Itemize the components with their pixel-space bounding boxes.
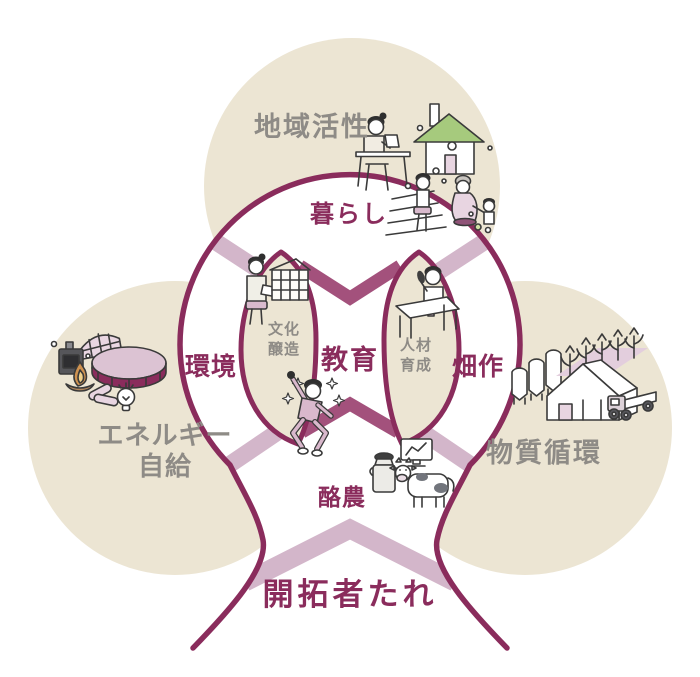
light-bulb-icon <box>116 382 136 412</box>
inner-label-kyoiku: 教育 <box>321 345 379 376</box>
leaf-label-left-line1: 文化 <box>267 320 300 338</box>
inner-label-kurashi: 暮らし <box>310 200 388 228</box>
region-label-energy: エネルギー自給 <box>85 421 245 483</box>
center-outline <box>177 171 523 651</box>
leaf-label-left-line2: 醸造 <box>267 339 300 358</box>
inner-label-hatasaku: 畑作 <box>452 352 505 381</box>
firewood-icon <box>88 383 119 407</box>
cow-icon <box>389 457 455 508</box>
chevron-top <box>296 260 404 306</box>
region-label-energy-line1: エネルギー <box>97 421 233 451</box>
inner-label-kankyo: 環境 <box>185 352 238 381</box>
steps-person-icon <box>385 167 447 236</box>
stove-icon <box>50 340 91 375</box>
leaf-label-bunka-jozo: 文化醸造 <box>258 320 310 359</box>
biogas-tank-icon <box>91 346 167 389</box>
leaf-label-right-line1: 人材 <box>399 336 432 354</box>
laptop-woman-icon <box>355 112 411 191</box>
band-funnel-chevron <box>240 518 460 591</box>
monitor-graph-icon <box>400 438 433 467</box>
craft-person-icon <box>395 266 460 339</box>
leaf-label-right-line2: 育成 <box>399 355 432 374</box>
jumping-person-icon <box>281 371 346 457</box>
slogan-text: 開拓者たれ <box>262 577 438 613</box>
inner-label-rakuno: 酪農 <box>318 485 366 511</box>
reading-woman-icon <box>245 253 280 325</box>
house-icon <box>413 103 493 175</box>
timber-frame-icon <box>269 258 311 301</box>
grandparent-child-icon <box>451 174 496 234</box>
region-label-community: 地域活性 <box>254 112 370 143</box>
region-label-material: 物質循環 <box>486 438 602 469</box>
truck-icon <box>607 391 657 421</box>
region-label-energy-line2: 自給 <box>137 452 192 483</box>
leaf-label-jinzai-ikusei: 人材育成 <box>390 336 442 375</box>
